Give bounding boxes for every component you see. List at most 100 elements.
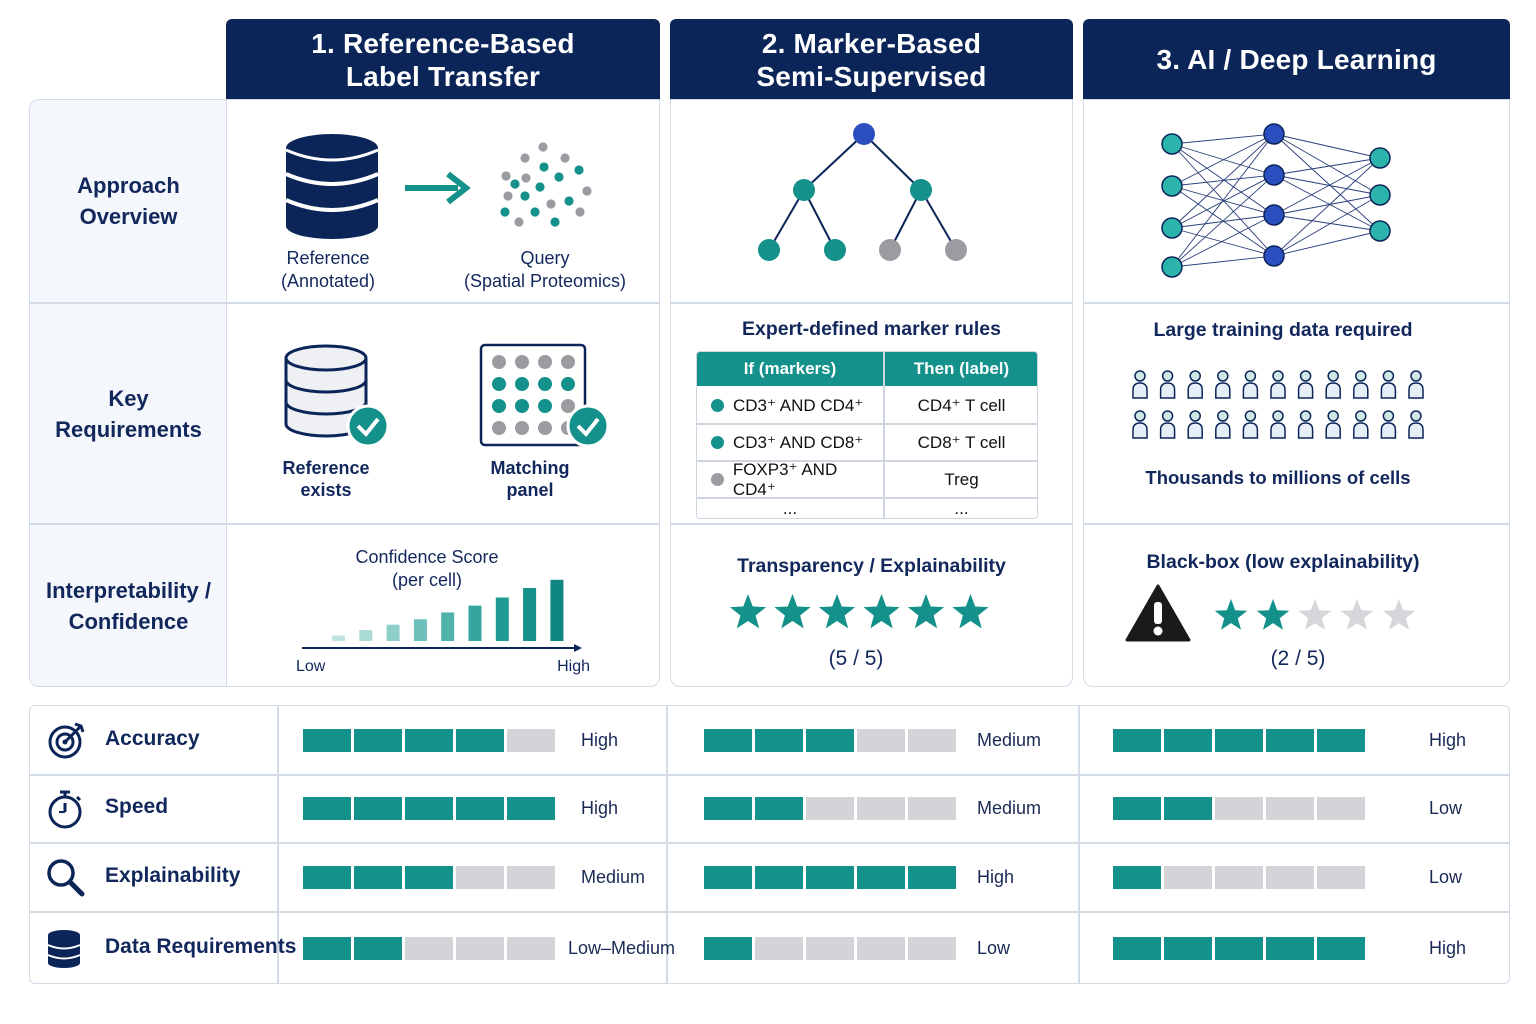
cell-person-icon	[1187, 410, 1203, 439]
row-label-interpretability: Interpretability / Confidence	[45, 577, 212, 634]
bar-segment	[1164, 729, 1212, 752]
database-icon	[47, 929, 81, 968]
nn-output-node	[1369, 220, 1391, 242]
metric-value-label: High	[581, 798, 619, 818]
bar-segment	[303, 729, 351, 752]
star-icon	[774, 594, 811, 629]
panel-marker-dot	[561, 399, 575, 413]
query-cells-scatter	[500, 142, 592, 227]
metric-rating-bar	[704, 729, 956, 752]
star-icon	[1298, 599, 1332, 630]
query-cell-dot	[539, 162, 549, 172]
arrow-right-icon	[405, 171, 471, 205]
star-icon	[1256, 599, 1290, 630]
cell-person-icon	[1187, 370, 1203, 399]
bar-segment	[755, 729, 803, 752]
nn-hidden-node	[1263, 164, 1285, 186]
query-cell-dot	[514, 217, 524, 227]
confidence-bar	[468, 605, 482, 641]
rule-condition: CD3⁺ AND CD8⁺	[697, 424, 883, 461]
panel-marker-dot	[492, 377, 506, 391]
confidence-bar	[359, 630, 373, 641]
metric-value-label: Low	[977, 937, 1011, 958]
magnifier-icon	[47, 858, 85, 896]
row-divider	[30, 523, 659, 525]
star-icon	[729, 594, 767, 629]
bar-segment	[456, 797, 504, 820]
marker-rules-title: Expert-defined marker rules	[741, 318, 1001, 340]
query-cell-dot	[538, 142, 548, 152]
bar-segment	[1215, 865, 1263, 889]
confidence-bar	[441, 612, 455, 641]
cell-person-icon	[1353, 370, 1369, 399]
bar-segment	[806, 936, 854, 960]
bar-segment	[1317, 797, 1365, 820]
bar-segment	[704, 729, 752, 752]
metric-name: Data Requirements	[105, 934, 297, 958]
cell-person-icon	[1380, 410, 1397, 439]
axis-high-label: High	[557, 658, 590, 675]
row-divider	[30, 302, 659, 304]
metric-value-label: Medium	[977, 798, 1042, 818]
panel-marker-dot	[515, 421, 529, 435]
bar-segment	[507, 729, 555, 752]
panel-marker-dot	[492, 399, 506, 413]
bar-segment	[405, 936, 453, 960]
query-cell-dot	[574, 165, 584, 175]
cell-person-icon	[1408, 370, 1424, 399]
bar-segment	[1215, 936, 1263, 960]
nn-input-node	[1161, 256, 1183, 278]
bar-segment	[857, 936, 905, 960]
metric-name: Speed	[105, 795, 169, 818]
rule-condition-text: FOXP3⁺ AND CD4⁺	[732, 459, 838, 499]
bar-segment	[456, 865, 504, 889]
bar-segment	[405, 729, 453, 752]
metric-value-label: High	[1429, 937, 1467, 958]
cell-person-icon	[1270, 410, 1286, 439]
bar-segment	[1164, 797, 1212, 820]
decision-tree-icon	[758, 123, 967, 261]
metric-rating-bar	[303, 797, 555, 820]
cell-person-icon	[1159, 370, 1176, 399]
bar-segment	[354, 936, 402, 960]
rules-header-then: Then (label)	[884, 352, 1037, 386]
panel-marker-dot	[561, 377, 575, 391]
bar-segment	[908, 865, 956, 889]
star-icon	[1382, 599, 1416, 630]
rule-condition-text: CD3⁺ AND CD4⁺	[733, 395, 864, 415]
bar-segment	[908, 797, 956, 820]
bar-segment	[1266, 936, 1314, 960]
metric-value-label: Low	[1429, 866, 1463, 887]
bar-segment	[806, 865, 854, 889]
star-rating-2	[1214, 599, 1416, 630]
reference-caption: Reference (Annotated)	[280, 248, 376, 291]
cell-person-icon	[1242, 370, 1259, 399]
blackbox-title: Black-box (low explainability)	[1146, 551, 1420, 573]
rule-condition: FOXP3⁺ AND CD4⁺	[697, 459, 883, 499]
rule-dot	[711, 473, 724, 486]
nn-output-node	[1369, 147, 1391, 169]
rule-condition: ...	[697, 498, 883, 518]
database-icon	[285, 134, 379, 239]
bar-segment	[704, 797, 752, 820]
bar-segment	[806, 729, 854, 752]
query-cell-dot	[564, 196, 574, 206]
row-divider	[1084, 523, 1509, 525]
confidence-bar-chart	[302, 579, 582, 652]
cells-caption: Thousands to millions of cells	[1145, 467, 1411, 488]
rating-text-col3: (2 / 5)	[1270, 647, 1326, 670]
panel-marker-dot	[561, 355, 575, 369]
metric-rating-bar	[704, 936, 956, 960]
metric-rating-bar	[303, 865, 555, 889]
metric-value-label: Medium	[977, 730, 1042, 750]
metric-value-label: Low	[1429, 798, 1463, 818]
query-cell-dot	[535, 182, 545, 192]
bar-segment	[704, 936, 752, 960]
row-divider	[1084, 302, 1509, 304]
rule-label: CD8⁺ T cell	[917, 432, 1006, 452]
bar-segment	[354, 865, 402, 889]
nn-hidden-node	[1263, 245, 1285, 267]
cell-person-icon	[1297, 410, 1314, 439]
query-cell-dot	[575, 207, 585, 217]
metric-rating-bar	[1113, 729, 1365, 752]
